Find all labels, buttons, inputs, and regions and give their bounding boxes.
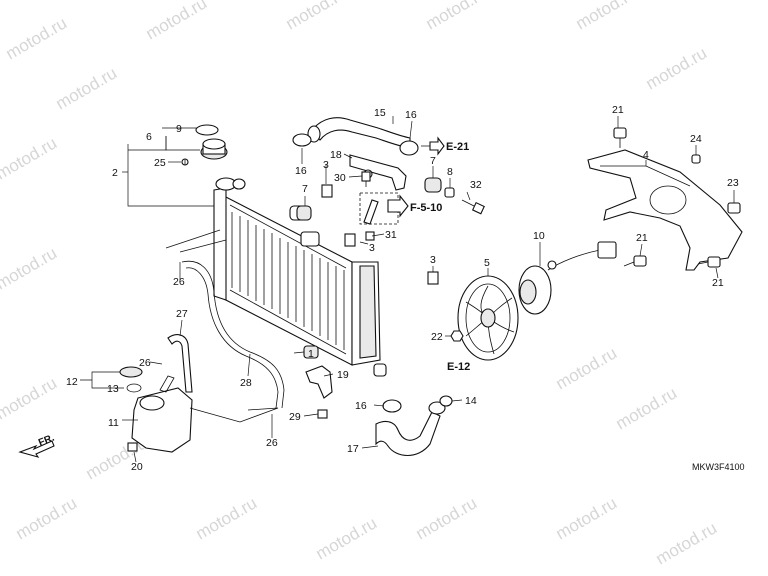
- watermark: motod.ru: [193, 493, 261, 543]
- watermark: motod.ru: [3, 13, 71, 63]
- leader-lines: [80, 116, 735, 463]
- nut-22: [450, 330, 464, 342]
- fan-shroud: [587, 149, 743, 271]
- watermark: motod.ru: [413, 493, 481, 543]
- watermark: motod.ru: [653, 518, 721, 568]
- callout-3-right: 3: [430, 254, 436, 266]
- cooling-fan: [457, 275, 519, 361]
- callout-16-left: 16: [295, 165, 307, 177]
- callout-30: 30: [334, 172, 346, 184]
- callout-26-left: 26: [139, 357, 151, 369]
- watermark: motod.ru: [423, 0, 491, 33]
- callout-17: 17: [347, 443, 359, 455]
- overflow-tube: [167, 334, 193, 393]
- watermark: motod.ru: [553, 493, 621, 543]
- reference-e21: E-21: [446, 141, 469, 153]
- callout-21-middle: 21: [636, 232, 648, 244]
- watermark: motod.ru: [13, 493, 81, 543]
- callout-10: 10: [533, 230, 545, 242]
- callout-28: 28: [240, 377, 252, 389]
- reference-f510: F-5-10: [410, 202, 442, 214]
- callout-12: 12: [66, 376, 78, 388]
- drawing-code: MKW3F4100: [692, 462, 745, 472]
- flange-bolt: [613, 127, 721, 268]
- callout-1: 1: [308, 348, 314, 360]
- watermark: motod.ru: [613, 383, 681, 433]
- lower-hose: [375, 395, 453, 457]
- callout-24: 24: [690, 133, 702, 145]
- callout-31: 31: [385, 229, 397, 241]
- callout-18: 18: [330, 149, 342, 161]
- upper-hose: [307, 117, 411, 149]
- callout-22: 22: [431, 331, 443, 343]
- radiator-cap: [195, 124, 228, 160]
- callout-25: 25: [154, 157, 166, 169]
- watermark: motod.ru: [643, 43, 711, 93]
- callout-29: 29: [289, 411, 301, 423]
- callout-labels: 1 2 3 3 3 4 5 6 7 7 8 9 10 11 12 13 14 1…: [66, 104, 739, 473]
- callout-19: 19: [337, 369, 349, 381]
- callout-16-bottom: 16: [355, 400, 367, 412]
- callout-7-left: 7: [302, 183, 308, 195]
- callout-16-top: 16: [405, 109, 417, 121]
- watermark: motod.ru: [53, 63, 121, 113]
- grommet: [321, 184, 439, 285]
- callout-27: 27: [176, 308, 188, 320]
- callout-21-top: 21: [612, 104, 624, 116]
- rubber-mount: [296, 177, 442, 221]
- callout-21-bottom: 21: [712, 277, 724, 289]
- screw-25: [181, 158, 189, 166]
- callout-13: 13: [107, 383, 119, 395]
- bolt-32: [461, 199, 485, 215]
- watermark: motod.ru: [0, 243, 60, 293]
- hose-clamp: [292, 133, 419, 413]
- watermark: motod.ru: [553, 343, 621, 393]
- bolt-30: [361, 171, 371, 187]
- callout-2: 2: [112, 167, 118, 179]
- watermark: motod.ru: [313, 513, 381, 563]
- watermark: motod.ru: [0, 373, 60, 423]
- fan-motor: [518, 241, 617, 315]
- reserve-tank: [119, 366, 193, 453]
- watermark: motod.ru: [143, 0, 211, 43]
- section-references: E-21 F-5-10 E-12: [410, 141, 470, 373]
- callout-7-right: 7: [430, 155, 436, 167]
- callout-8: 8: [447, 166, 453, 178]
- callout-15: 15: [374, 107, 386, 119]
- pipe-bracket: [349, 154, 407, 191]
- callout-5: 5: [484, 257, 490, 269]
- callout-6: 6: [146, 131, 152, 143]
- callout-3-middle: 3: [369, 242, 375, 254]
- callout-14: 14: [465, 395, 477, 407]
- radiator: [213, 177, 387, 377]
- callout-23: 23: [727, 177, 739, 189]
- callout-4: 4: [643, 149, 649, 161]
- watermark: motod.ru: [283, 0, 351, 33]
- tank-bracket: [305, 365, 333, 419]
- callout-26-lower: 26: [266, 437, 278, 449]
- callout-11: 11: [108, 417, 119, 429]
- siphon-tube: [181, 260, 285, 423]
- callout-26-upper: 26: [173, 276, 185, 288]
- front-direction-arrow: FR.: [18, 432, 56, 458]
- watermark: motod.ru: [573, 0, 641, 33]
- callout-20: 20: [131, 461, 143, 473]
- watermark: motod.ru: [0, 133, 60, 183]
- callout-9: 9: [176, 123, 182, 135]
- callout-32: 32: [470, 179, 482, 191]
- callout-3-upper: 3: [323, 159, 329, 171]
- collar: [444, 187, 455, 198]
- reference-e12: E-12: [447, 361, 470, 373]
